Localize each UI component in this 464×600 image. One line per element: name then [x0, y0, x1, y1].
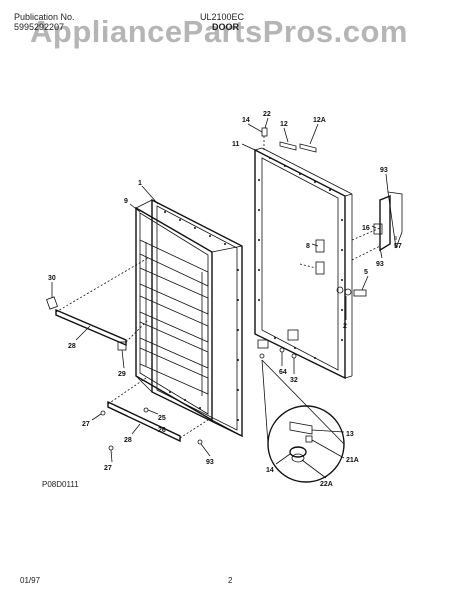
- section-title: DOOR: [212, 22, 239, 32]
- publication-label: Publication No.: [14, 12, 75, 22]
- callout-28-bottom: 28: [124, 437, 132, 444]
- callout-21a: 21A: [346, 457, 359, 464]
- callout-29: 29: [118, 371, 126, 378]
- callout-14-bottom: 14: [266, 467, 274, 474]
- model-number: UL2100EC: [200, 12, 245, 22]
- top-bracket-assembly: [46, 257, 149, 351]
- leader-lines: [51, 117, 397, 479]
- callout-64: 64: [279, 369, 287, 376]
- callout-22: 22: [263, 111, 271, 118]
- callout-14-top: 14: [242, 117, 250, 124]
- callout-30: 30: [48, 275, 56, 282]
- door-shelves: [139, 239, 209, 396]
- outer-door-panel: [254, 147, 353, 380]
- callout-27-top: 27: [82, 421, 90, 428]
- bottom-bar-assembly: [100, 377, 209, 451]
- callout-32: 32: [290, 377, 298, 384]
- callout-12: 12: [280, 121, 288, 128]
- callout-93-bottom: 93: [206, 459, 214, 466]
- page-number: 2: [228, 576, 233, 585]
- callout-5: 5: [364, 269, 368, 276]
- figure-code: P08D0111: [42, 480, 79, 489]
- callout-28-top: 28: [68, 343, 76, 350]
- door-handle: [351, 191, 403, 261]
- callout-11: 11: [232, 141, 240, 148]
- callout-12a: 12A: [313, 117, 326, 124]
- mid-hinge-parts: [299, 239, 367, 297]
- callout-labels: 1 9 30 28 29 27 28 25 26 27 93 14 22 12 …: [48, 111, 402, 488]
- callout-93-handle-bottom: 93: [376, 261, 384, 268]
- callout-8: 8: [306, 243, 310, 250]
- callout-57: 57: [394, 243, 402, 250]
- callout-9: 9: [124, 198, 128, 205]
- callout-93-handle-top: 93: [380, 167, 388, 174]
- callout-13: 13: [346, 431, 354, 438]
- callout-22a: 22A: [320, 481, 333, 488]
- publication-number: 5995292207: [14, 22, 65, 32]
- callout-26: 26: [158, 427, 166, 434]
- callout-16: 16: [362, 225, 370, 232]
- footer-date: 01/97: [20, 576, 41, 585]
- callout-27-bottom: 27: [104, 465, 112, 472]
- gasket-dots: [164, 211, 239, 421]
- watermark-text: AppliancePartsPros.com: [30, 14, 408, 49]
- callout-1: 1: [138, 180, 142, 187]
- bottom-hinge-parts: [257, 339, 297, 359]
- callout-25: 25: [158, 415, 166, 422]
- callout-2: 2: [343, 323, 347, 330]
- detail-inset: [261, 359, 345, 483]
- top-hinge-parts: [261, 127, 317, 153]
- door-liner: [135, 198, 243, 438]
